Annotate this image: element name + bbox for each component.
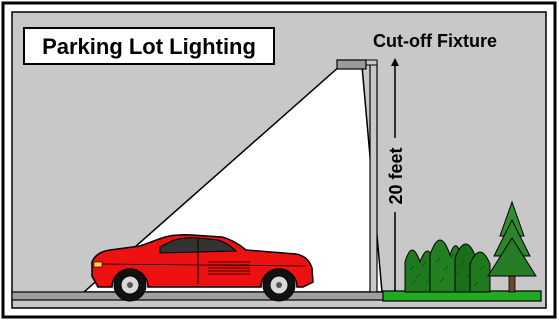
car-front-wheel	[114, 269, 146, 301]
height-label: 20 feet	[386, 147, 406, 204]
car-headlight	[94, 262, 102, 267]
pavement	[12, 292, 386, 300]
fixture-label: Cut-off Fixture	[373, 31, 497, 51]
page-title: Parking Lot Lighting	[42, 34, 256, 59]
light-pole	[370, 62, 377, 296]
title-box: Parking Lot Lighting	[24, 28, 274, 64]
car-rear-wheel	[263, 269, 295, 301]
shrub-icon	[470, 252, 490, 292]
fixture-housing	[337, 60, 366, 69]
